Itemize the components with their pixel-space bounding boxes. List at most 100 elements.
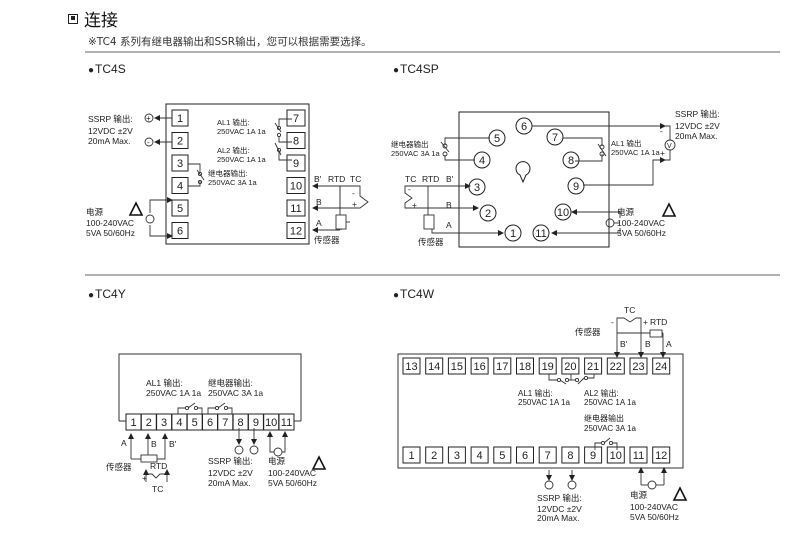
svg-text:2: 2 (177, 136, 183, 148)
tc4s-b: B (316, 197, 322, 207)
terminal-8: 8 (562, 151, 580, 169)
tc4w-ssrp-label: SSRP 输出: (537, 493, 582, 503)
tc4sp-ssrp-label: SSRP 输出: (675, 109, 720, 119)
svg-text:8: 8 (293, 136, 299, 148)
tc4sp-key-notch (515, 161, 531, 184)
svg-text:16: 16 (473, 361, 485, 373)
model-label-tc4sp: ●TC4SP (393, 62, 439, 76)
section-marker-icon (68, 13, 78, 24)
svg-text:11: 11 (290, 203, 301, 215)
terminal-7: 7 (538, 446, 557, 464)
terminal-3: 3 (468, 178, 486, 196)
svg-text:12: 12 (655, 450, 667, 462)
tc4sp-power-spec: 5VA 50/60Hz (617, 228, 666, 238)
tc4y-ssrp-label: SSRP 输出: (208, 456, 253, 466)
tc-plus: + (643, 317, 648, 327)
tc4sp-tc: TC (405, 174, 416, 184)
svg-text:5: 5 (499, 450, 505, 462)
terminal-4: 4 (171, 177, 189, 194)
terminal-2: 2 (479, 204, 497, 222)
svg-text:5: 5 (192, 417, 198, 429)
tc4y-rtd: RTD (150, 461, 167, 471)
model-label-tc4w: ●TC4W (393, 287, 435, 301)
tc4w-a: A (666, 339, 672, 349)
tc4y-b: B (151, 439, 157, 449)
tc4sp-relay-label: 继电器输出 (391, 139, 429, 149)
terminal-7: 7 (217, 413, 234, 431)
minus-icon: - (147, 138, 150, 147)
tc4s-diagram (165, 103, 310, 245)
svg-text:1: 1 (130, 417, 136, 429)
terminal-5: 5 (493, 446, 512, 464)
svg-text:10: 10 (290, 181, 302, 193)
terminal-5: 5 (171, 199, 189, 217)
svg-text:10: 10 (557, 207, 569, 219)
tc4w-ssrp-voltage: 12VDC ±2V (537, 504, 582, 514)
svg-text:3: 3 (161, 417, 167, 429)
svg-text:19: 19 (542, 361, 554, 373)
svg-text:2: 2 (485, 208, 491, 220)
ssrp-plus: + (660, 148, 665, 158)
terminal-4: 4 (473, 151, 491, 169)
warning-triangle-icon (672, 486, 688, 501)
svg-text:5: 5 (494, 133, 500, 145)
terminal-7: 7 (286, 109, 306, 127)
svg-text:11: 11 (281, 417, 292, 429)
terminal-9: 9 (567, 177, 585, 195)
terminal-4: 4 (171, 413, 188, 431)
terminal-10: 10 (606, 446, 625, 464)
svg-text:2: 2 (146, 417, 152, 429)
svg-text:10: 10 (610, 450, 622, 462)
terminal-6: 6 (516, 446, 534, 464)
tc4y-al1-label: AL1 输出: (146, 378, 183, 388)
terminal-1: 1 (504, 224, 522, 242)
tc4sp-power-label: 电源 (617, 207, 635, 217)
terminal-11: 11 (278, 413, 295, 431)
tc4s-bprime: B' (314, 174, 322, 184)
terminal-5: 5 (186, 413, 203, 431)
terminal-11: 11 (286, 199, 306, 217)
terminal-15: 15 (447, 357, 466, 375)
tc4y-power-spec: 5VA 50/60Hz (268, 478, 317, 488)
svg-text:3: 3 (177, 158, 183, 170)
terminal-6: 6 (171, 222, 189, 239)
svg-text:3: 3 (454, 450, 460, 462)
tc4sp-ssrp-current: 20mA Max. (675, 131, 718, 141)
terminal-10: 10 (286, 177, 306, 194)
tc4s-sensor: 传感器 (314, 235, 340, 245)
warning-triangle-icon (661, 202, 677, 217)
divider-top (85, 51, 780, 53)
tc4s-a: A (316, 218, 322, 228)
svg-text:8: 8 (567, 450, 573, 462)
svg-text:6: 6 (522, 450, 528, 462)
tc4sp-al1-rating: 250VAC 1A 1a (611, 148, 660, 157)
terminal-4: 4 (470, 446, 489, 464)
svg-text:12: 12 (290, 226, 302, 238)
terminal-1: 1 (125, 413, 142, 431)
terminal-19: 19 (538, 357, 557, 375)
svg-text:10: 10 (265, 417, 277, 429)
svg-text:6: 6 (177, 226, 183, 238)
svg-text:11: 11 (535, 228, 546, 240)
terminal-24: 24 (652, 357, 671, 375)
svg-text:4: 4 (176, 417, 182, 429)
terminal-2: 2 (171, 132, 189, 149)
tc4w-tc: TC (624, 305, 635, 315)
svg-text:7: 7 (552, 132, 558, 144)
tc4sp-body (458, 111, 610, 248)
svg-text:23: 23 (632, 361, 644, 373)
terminal-14: 14 (425, 357, 444, 375)
terminal-2: 2 (425, 446, 444, 464)
tc4w-sensor: 传感器 (575, 327, 601, 337)
tc4w-power-spec: 5VA 50/60Hz (630, 512, 679, 522)
svg-text:6: 6 (521, 121, 527, 133)
plus-icon: + (146, 114, 151, 123)
tc4sp-relay-rating: 250VAC 3A 1a (391, 149, 440, 158)
terminal-11: 11 (629, 446, 648, 464)
terminal-8: 8 (561, 446, 580, 464)
tc-plus: + (352, 199, 357, 209)
intro-note: ※TC4 系列有继电器输出和SSR输出，您可以根据需要选择。 (88, 36, 372, 48)
terminal-5: 5 (488, 129, 506, 147)
terminal-2: 2 (140, 413, 157, 431)
